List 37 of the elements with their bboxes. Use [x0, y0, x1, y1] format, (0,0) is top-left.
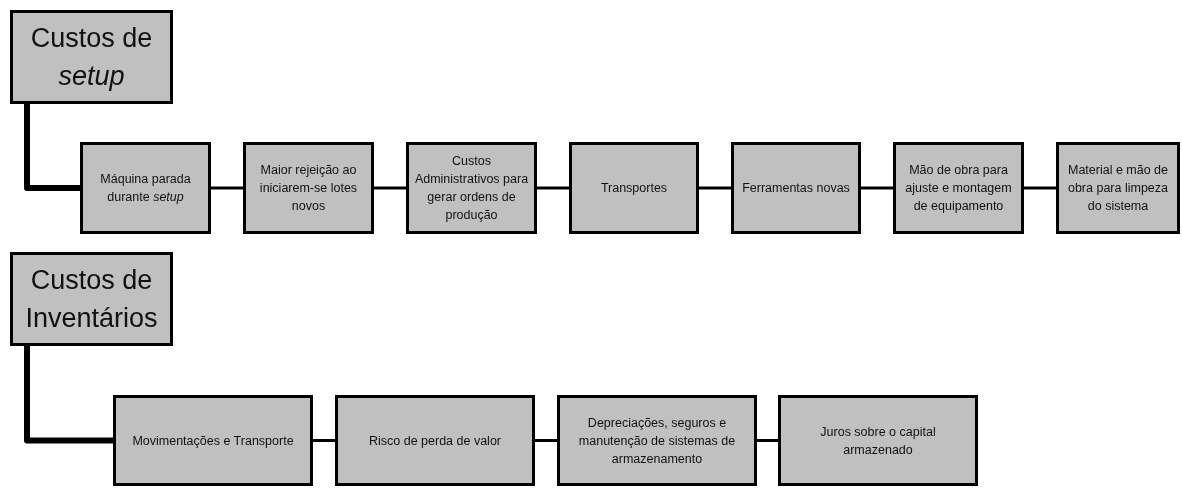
connector-line — [1024, 186, 1056, 190]
item-label: Mão de obra para ajuste e montagem de equipamento — [904, 162, 1013, 215]
connector-line — [374, 186, 406, 190]
connector-line — [24, 346, 113, 444]
cost-item-box — [113, 395, 313, 486]
connector-line — [861, 186, 893, 190]
connector-line — [757, 439, 778, 442]
category-title: Custos de Inventários — [24, 264, 159, 335]
item-label: Máquina parada durante setup — [99, 171, 192, 206]
cost-item-box — [406, 142, 537, 234]
item-label: Movimentações e Transporte — [132, 432, 294, 450]
cost-item-box — [1056, 142, 1180, 234]
connector-line — [699, 186, 731, 190]
cost-item-box — [569, 142, 699, 234]
cost-item-box — [731, 142, 861, 234]
connector-line — [535, 439, 557, 442]
cost-item-box — [778, 395, 978, 486]
item-label: Custos Administrativos para gerar ordens de produção — [413, 153, 530, 224]
connector-line — [211, 186, 243, 190]
cost-item-box — [557, 395, 757, 486]
category-title: Custos de setup — [29, 22, 154, 93]
connector-line — [24, 104, 80, 191]
cost-item-box — [893, 142, 1024, 234]
connector-line — [537, 186, 569, 190]
item-label: Maior rejeição ao iniciarem-se lotes novos — [258, 162, 359, 215]
item-label: Juros sobre o capital armazenado — [819, 423, 937, 459]
cost-item-box — [80, 142, 211, 234]
item-label: Risco de perda de valor — [369, 432, 501, 450]
item-label: Material e mão de obra para limpeza do sistema — [1066, 162, 1170, 215]
item-label: Ferramentas novas — [742, 180, 850, 197]
category-box — [10, 252, 173, 346]
item-label: Transportes — [600, 180, 668, 197]
item-label: Depreciações, seguros e manutenção de sistemas de armazenamento — [577, 414, 737, 468]
connector-line — [313, 439, 335, 442]
cost-item-box — [243, 142, 374, 234]
category-box — [10, 10, 173, 104]
cost-item-box — [335, 395, 535, 486]
